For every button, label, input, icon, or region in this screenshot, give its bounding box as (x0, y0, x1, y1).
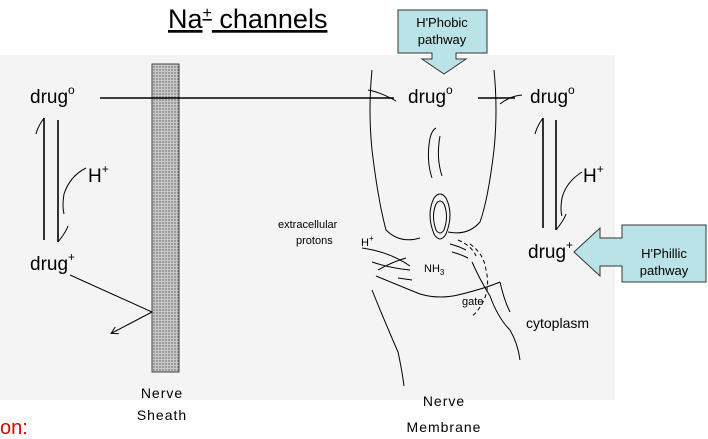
hphobic-pathway-callout: H'Phobic pathway (397, 9, 488, 75)
diagram-panel (0, 55, 615, 400)
h-plus-right: H+ (583, 162, 604, 187)
hphobic-label-line2: pathway (418, 32, 467, 47)
nerve-membrane-caption-line2: Membrane (407, 419, 482, 435)
nerve-membrane-caption-line1: Nerve (423, 393, 465, 409)
sodium-channel-protein (361, 69, 521, 387)
partial-red-text: on: (0, 417, 28, 439)
cytoplasm-label: cytoplasm (526, 315, 589, 331)
extracellular-label-line2: protons (296, 235, 333, 247)
drug-charged-left: drug+ (30, 250, 75, 275)
left-equilibrium-arrows (35, 117, 87, 243)
drug-charged-right: drug+ (528, 238, 573, 263)
h-small-label: H+ (361, 234, 374, 249)
drug-neutral-left: drugo (30, 83, 75, 108)
nerve-sheath-caption-line2: Sheath (137, 407, 187, 423)
right-equilibrium-arrows (534, 117, 583, 231)
h-plus-left: H+ (88, 162, 109, 187)
page-title: Na+ channels (168, 4, 327, 34)
nh3-label: NH3 (424, 263, 445, 277)
extracellular-label-line1: extracellular (278, 219, 338, 231)
nerve-sheath-caption-line1: Nerve (141, 385, 183, 401)
drug-neutral-mid: drugo (408, 83, 453, 108)
drug-neutral-right: drugo (530, 83, 575, 108)
gate-label: gate (462, 296, 483, 308)
charged-to-sheath-arrow (69, 274, 154, 333)
hphillic-pathway-callout: H'Phillic pathway (573, 224, 707, 283)
hphillic-label-line2: pathway (640, 263, 689, 278)
nerve-sheath-bar (151, 63, 180, 373)
neutral-drug-hook-right (499, 94, 523, 105)
hphillic-label-line1: H'Phillic (641, 246, 687, 261)
hphobic-label-line1: H'Phobic (416, 15, 468, 30)
